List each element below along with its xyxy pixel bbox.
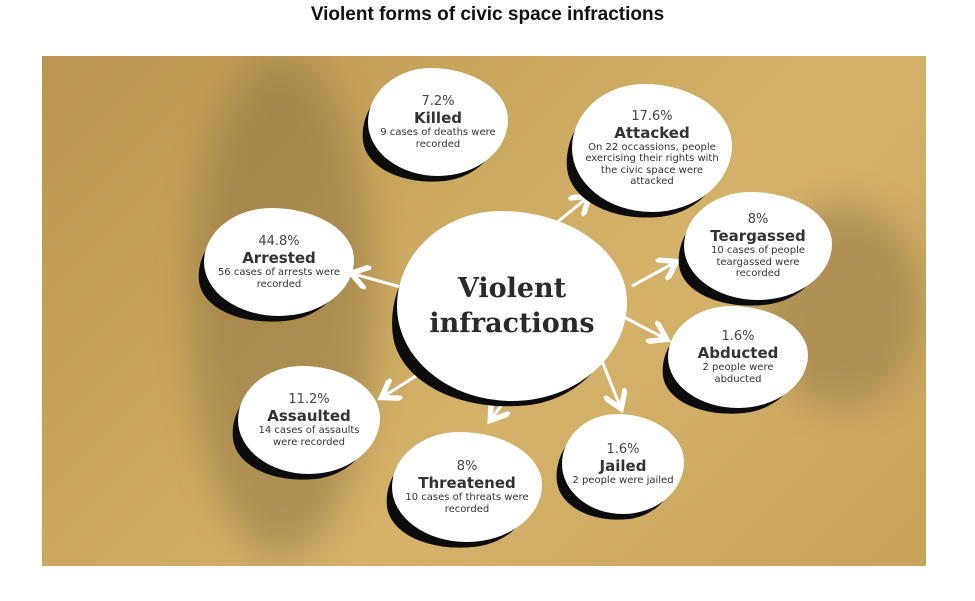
pct: 11.2% [288,392,330,407]
arrow-abducted [621,314,664,338]
pct: 17.6% [631,108,673,124]
pct: 7.2% [421,94,455,109]
label: Abducted [697,344,779,362]
label: Jailed [599,456,647,475]
label: Teargassed [710,227,806,246]
description: 10 cases of people teargassed were recor… [711,245,805,280]
arrow-teargassed [631,263,674,288]
description: 9 cases of deaths were recorded [380,127,496,150]
center-line1: Violent [457,272,567,304]
description: 2 people were abducted [702,362,774,385]
label: Arrested [242,249,316,267]
pct: 44.8% [258,234,300,249]
label: Attacked [614,123,690,142]
pct: 8% [456,459,478,474]
center-node: Violent infractions [381,205,631,419]
pct: 8% [747,212,769,228]
description: 2 people were jailed [572,474,674,486]
label: Killed [414,109,462,127]
description: 10 cases of threats were recorded [405,492,529,515]
arrow-jailed [600,360,620,406]
pct: 1.6% [721,329,755,344]
pct: 1.6% [606,441,640,457]
description: 14 cases of assaults were recorded [258,425,360,448]
arrow-arrested [354,274,405,288]
description: 56 cases of arrests were recorded [217,267,341,290]
label: Assaulted [267,407,351,425]
page-title: Violent forms of civic space infractions [310,4,665,25]
center-line2: infractions [429,308,595,339]
label: Threatened [418,474,516,492]
description: On 22 occassions, people exercising thei… [585,141,719,188]
